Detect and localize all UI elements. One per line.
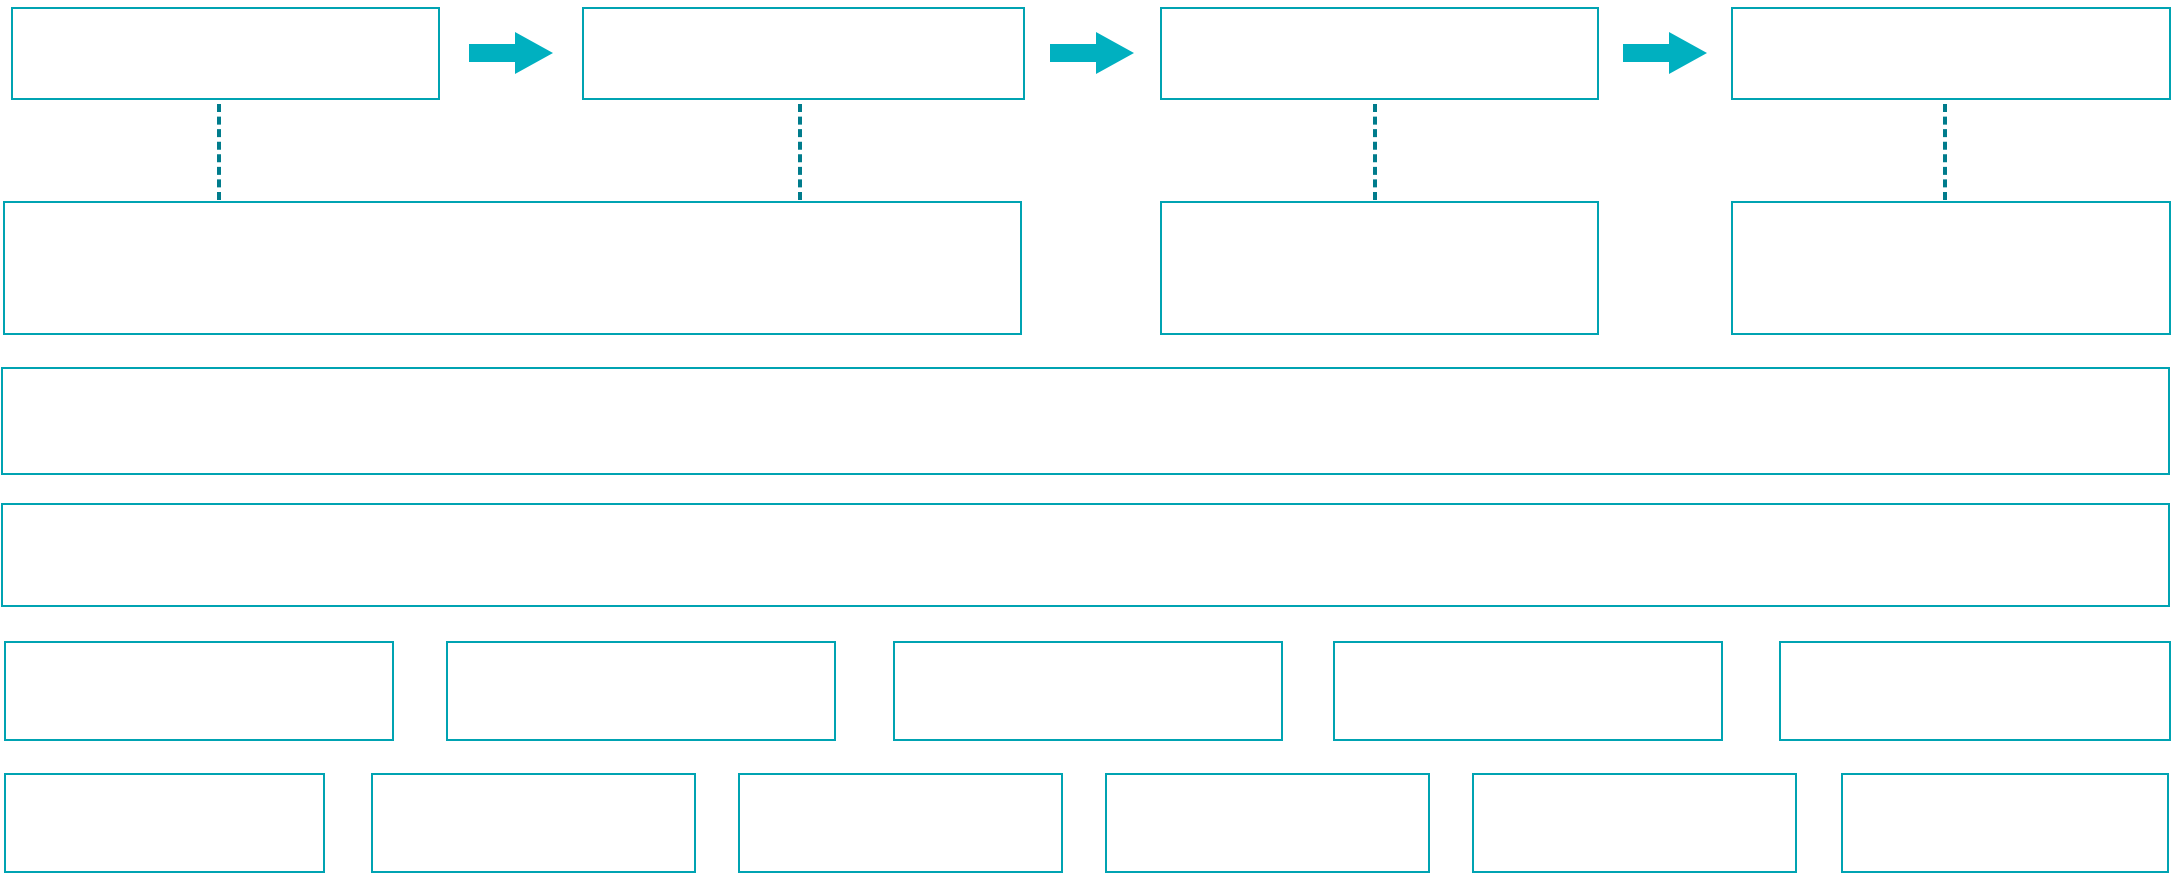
tier5-box-2-label [631, 687, 651, 695]
tier6-box-5 [1472, 773, 1797, 873]
tier2-box-3 [1731, 201, 2171, 335]
tier2-box-2-label [1370, 264, 1390, 272]
flow-step-3 [1160, 7, 1599, 100]
band-box-1 [1, 367, 2170, 475]
tier5-box-2 [446, 641, 836, 741]
tier2-box-3-label [1941, 264, 1961, 272]
tier5-box-3-label [1078, 687, 1098, 695]
tier2-box-1 [3, 201, 1022, 335]
tier6-box-2 [371, 773, 696, 873]
dashed-connector-2 [798, 104, 802, 200]
flow-step-3-label [1370, 50, 1390, 58]
band-box-1-label [1076, 417, 1096, 425]
tier6-box-3 [738, 773, 1063, 873]
tier5-box-4 [1333, 641, 1723, 741]
tier6-box-1 [4, 773, 325, 873]
tier2-box-2 [1160, 201, 1599, 335]
tier5-box-1-label [189, 687, 209, 695]
flow-step-4 [1731, 7, 2171, 100]
tier6-box-3-label [891, 819, 911, 827]
flow-step-2 [582, 7, 1025, 100]
tier2-box-1-label [503, 264, 523, 272]
tier6-box-6-label [1995, 819, 2015, 827]
tier5-box-4-label [1518, 687, 1538, 695]
tier6-box-6 [1841, 773, 2169, 873]
flow-step-1 [11, 7, 440, 100]
flow-step-1-label [216, 50, 236, 58]
tier5-box-3 [893, 641, 1283, 741]
tier6-box-1-label [155, 819, 175, 827]
band-box-2 [1, 503, 2170, 607]
arrow-right-icon [1050, 32, 1134, 74]
tier5-box-5-label [1965, 687, 1985, 695]
tier6-box-4 [1105, 773, 1430, 873]
band-box-2-label [1076, 551, 1096, 559]
arrow-right-icon [1623, 32, 1707, 74]
flow-step-2-label [794, 50, 814, 58]
dashed-connector-3 [1373, 104, 1377, 200]
tier5-box-1 [4, 641, 394, 741]
dashed-connector-4 [1943, 104, 1947, 200]
arrow-right-icon [469, 32, 553, 74]
dashed-connector-1 [217, 104, 221, 200]
flow-step-4-label [1941, 50, 1961, 58]
tier5-box-5 [1779, 641, 2171, 741]
tier6-box-5-label [1625, 819, 1645, 827]
tier6-box-4-label [1258, 819, 1278, 827]
tier6-box-2-label [524, 819, 544, 827]
